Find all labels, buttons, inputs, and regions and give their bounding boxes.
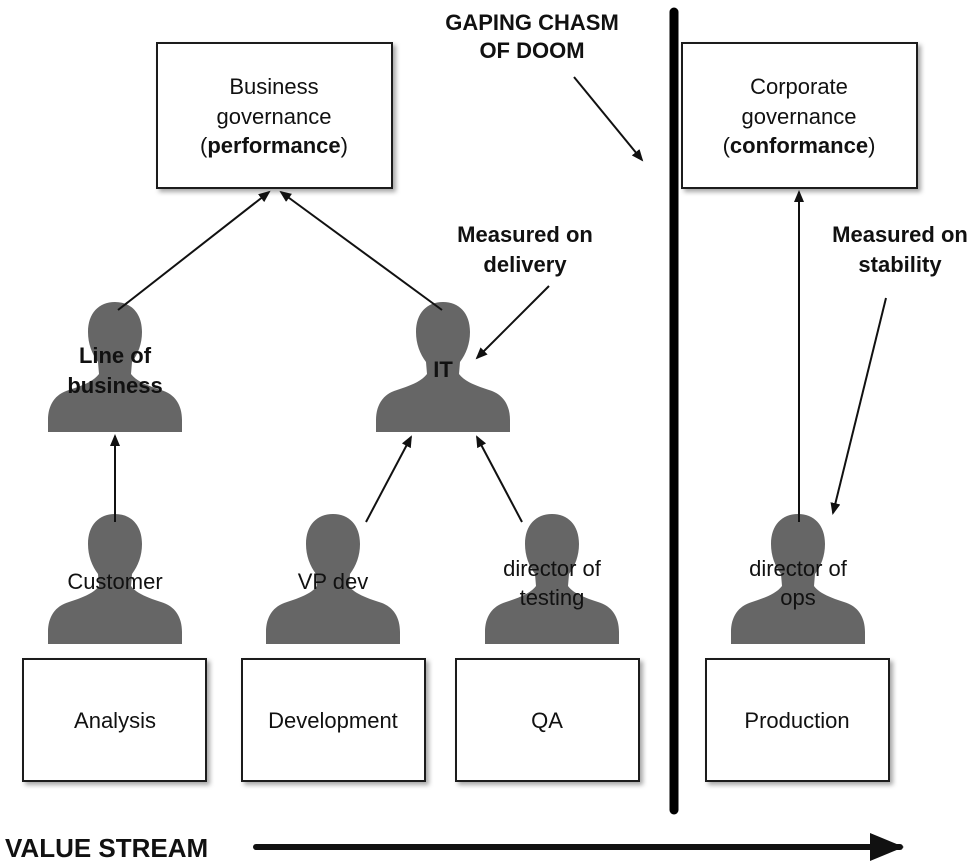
analysis-stage-box: Analysis (22, 658, 207, 782)
corporate-governance-paren-close: ) (868, 133, 875, 158)
business-governance-paren-close: ) (341, 133, 348, 158)
qa-stage-box: QA (455, 658, 640, 782)
business-governance-performance: performance (207, 133, 340, 158)
director-ops-label-line1: director of (749, 556, 848, 581)
business-governance-line2: governance (217, 104, 332, 129)
analysis-label: Analysis (74, 708, 156, 733)
customer-label: Customer (67, 569, 162, 594)
corporate-governance-line3: (conformance) (723, 133, 876, 158)
director-testing-to-it-arrow (476, 435, 523, 523)
value-stream-label: VALUE STREAM (5, 833, 208, 863)
director-testing-label-line1: director of (503, 556, 602, 581)
vp-dev-person: VP dev (266, 514, 400, 644)
corporate-governance-line1: Corporate (750, 74, 848, 99)
delivery-arrow (475, 285, 550, 360)
line-of-business-to-business-governance-arrow (117, 190, 271, 311)
corporate-governance-paren-open: ( (723, 133, 731, 158)
business-governance-paren-open: ( (200, 133, 208, 158)
director-ops-person: director of ops (731, 514, 865, 644)
corporate-governance-box: Corporate governance (conformance) (681, 42, 918, 189)
corporate-governance-line2: governance (742, 104, 857, 129)
production-stage-box: Production (705, 658, 890, 782)
it-person: IT (376, 302, 510, 432)
qa-label: QA (531, 708, 563, 733)
stability-annotation-line1: Measured on (832, 222, 968, 247)
line-of-business-person: Line of business (48, 302, 182, 432)
business-governance-line3: (performance) (200, 133, 348, 158)
line-of-business-label-line1: Line of (79, 343, 152, 368)
stability-annotation-line2: stability (858, 252, 942, 277)
director-testing-person: director of testing (485, 514, 619, 644)
chasm-label-line1: GAPING CHASM (445, 10, 619, 35)
corporate-governance-conformance: conformance (730, 133, 868, 158)
it-label: IT (433, 357, 453, 382)
customer-person: Customer (48, 514, 182, 644)
stability-arrow (830, 297, 887, 515)
development-label: Development (268, 708, 398, 733)
chasm-label-line2: OF DOOM (479, 38, 584, 63)
chasm-arrow (573, 76, 644, 162)
development-stage-box: Development (241, 658, 426, 782)
director-testing-label-line2: testing (520, 585, 585, 610)
vp-dev-to-it-arrow (365, 435, 412, 523)
it-to-business-governance-arrow (279, 190, 443, 311)
business-governance-line1: Business (229, 74, 318, 99)
business-governance-box: Business governance (performance) (156, 42, 393, 189)
delivery-annotation-line1: Measured on (457, 222, 593, 247)
line-of-business-label-line2: business (67, 373, 162, 398)
vp-dev-label: VP dev (298, 569, 369, 594)
production-label: Production (744, 708, 849, 733)
delivery-annotation-line2: delivery (483, 252, 567, 277)
director-ops-label-line2: ops (780, 585, 815, 610)
